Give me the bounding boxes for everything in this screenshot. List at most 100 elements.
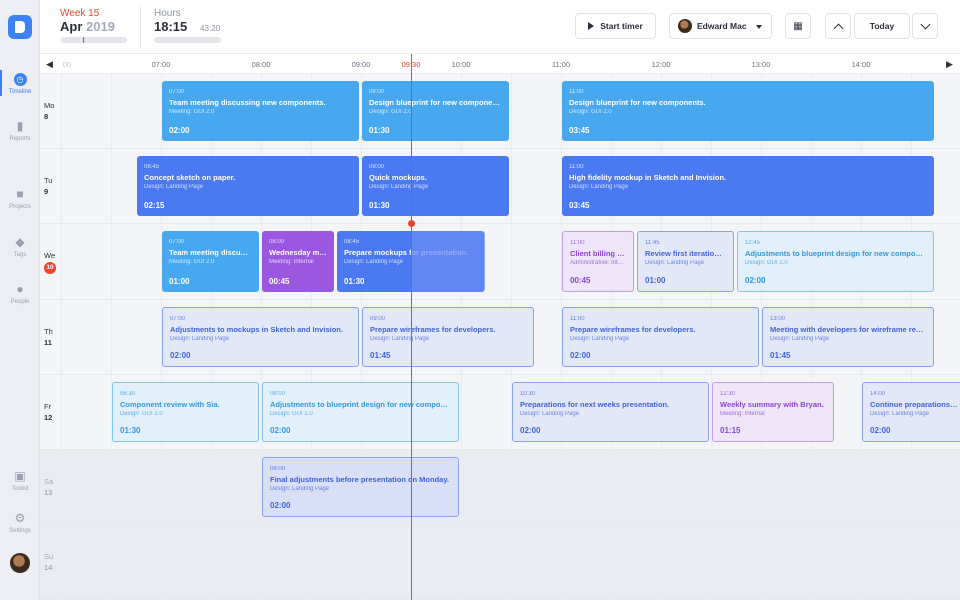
entry-title: High fidelity mockup in Sketch and Invis… bbox=[569, 173, 727, 183]
entry-start-time: 11:00 bbox=[569, 164, 584, 171]
chevron-up-icon bbox=[833, 23, 843, 33]
entry-duration: 00:45 bbox=[269, 276, 290, 286]
sidebar-item-reports[interactable]: ▮ Reports bbox=[9, 119, 31, 142]
entry-title: Review first iteration of mockups. bbox=[645, 249, 726, 259]
entry-start-time: 08:00 bbox=[270, 390, 286, 397]
sidebar-item-settings[interactable]: ⚙ Settings bbox=[9, 511, 31, 534]
entry-duration: 02:00 bbox=[520, 425, 541, 435]
sidebar-item-timeline[interactable]: ◷ Timeline bbox=[8, 73, 32, 95]
entry-project: Design: GUI 2.0 bbox=[120, 410, 163, 417]
entry-start-time: 12:45 bbox=[745, 240, 761, 247]
future-overlay bbox=[412, 231, 485, 292]
today-button[interactable]: Today bbox=[854, 13, 910, 39]
chevron-down-icon bbox=[920, 19, 930, 29]
week-progress-marker bbox=[83, 37, 84, 43]
entry-project: Design: Landing Page bbox=[270, 486, 330, 492]
app-logo[interactable] bbox=[8, 15, 32, 39]
entry-duration: 01:30 bbox=[120, 425, 141, 435]
entry-start-time: 11:45 bbox=[645, 240, 660, 247]
entry-start-time: 07:00 bbox=[169, 89, 185, 95]
entry-title: Team meeting discussing new components. bbox=[169, 98, 326, 107]
entry-duration: 02:00 bbox=[270, 501, 291, 511]
entry-duration: 00:45 bbox=[570, 275, 591, 285]
calendar-icon: ▦ bbox=[793, 20, 803, 32]
entry-title: Component review with Sia. bbox=[120, 399, 220, 409]
entry-title: Continue preparations for presentation. bbox=[870, 399, 958, 409]
entry-duration: 01:30 bbox=[344, 276, 365, 286]
entry-project: Design: Landing Page bbox=[370, 335, 430, 342]
grid-line bbox=[761, 74, 762, 600]
calendar-button[interactable]: ▦ bbox=[785, 13, 811, 39]
week-label: Week 15 bbox=[60, 8, 100, 19]
start-timer-button[interactable]: Start timer bbox=[575, 13, 656, 39]
entry-title: Quick mockups. bbox=[369, 173, 427, 183]
sidebar-item-toolkit[interactable]: ▣ Toolkit bbox=[11, 469, 29, 492]
sidebar-item-people[interactable]: ● People bbox=[10, 282, 30, 305]
entry-duration: 01:30 bbox=[369, 201, 390, 211]
entry-start-time: 09:00 bbox=[369, 164, 385, 171]
entry-title: Design blueprint for new components. bbox=[369, 98, 502, 107]
entry-start-time: 09:00 bbox=[369, 89, 385, 95]
entry-start-time: 11:00 bbox=[569, 89, 584, 95]
sidebar-item-tags[interactable]: ◆ Tags bbox=[13, 235, 27, 258]
entry-duration: 01:00 bbox=[645, 275, 666, 285]
entry-duration: 02:00 bbox=[745, 275, 766, 285]
avatar[interactable] bbox=[10, 553, 30, 573]
scroll-left-arrow[interactable]: ◀ bbox=[46, 59, 53, 69]
entry-start-time: 06:30 bbox=[120, 390, 136, 397]
scroll-right-arrow[interactable]: ▶ bbox=[946, 59, 953, 69]
time-ruler: ◀ 00 07:00 08:00 09:00 09:30 10:00 11:00… bbox=[40, 54, 960, 74]
entry-project: Design: GUI 2.0 bbox=[270, 410, 313, 417]
sidebar-item-projects[interactable]: ■ Projects bbox=[9, 187, 31, 210]
bar-chart-icon: ▮ bbox=[16, 119, 24, 133]
next-week-button[interactable] bbox=[912, 13, 938, 39]
entry-project: Design: GUI 2.0 bbox=[745, 260, 788, 267]
entry-project: Design: Landing Page bbox=[870, 410, 930, 417]
previous-week-button[interactable] bbox=[825, 13, 851, 39]
entry-project: Design: Landing Page bbox=[170, 335, 230, 342]
user-dropdown[interactable]: Edward Mac bbox=[669, 13, 772, 39]
entry-start-time: 08:45 bbox=[344, 239, 360, 246]
entry-start-time: 08:00 bbox=[269, 239, 285, 246]
entry-duration: 01:30 bbox=[369, 126, 390, 136]
entry-title: Wednesday meeting. bbox=[269, 248, 327, 258]
clock-icon: ◷ bbox=[13, 73, 27, 86]
caret-down-icon bbox=[756, 25, 762, 29]
entry-title: Adjustments to blueprint design for new … bbox=[745, 249, 926, 259]
hours-progress-bar bbox=[154, 37, 221, 43]
active-indicator bbox=[0, 70, 2, 96]
entry-title: Preparations for next weeks presentation… bbox=[520, 399, 670, 409]
tag-icon: ◆ bbox=[15, 235, 25, 249]
ruler-edge-label: 00 bbox=[62, 60, 72, 69]
entry-project: Meeting: GUI 2.0 bbox=[169, 109, 215, 115]
person-icon: ● bbox=[16, 282, 24, 296]
entry-start-time: 08:00 bbox=[270, 466, 286, 472]
entry-duration: 03:45 bbox=[569, 126, 590, 136]
entry-project: Design: Landing Page bbox=[569, 184, 629, 191]
